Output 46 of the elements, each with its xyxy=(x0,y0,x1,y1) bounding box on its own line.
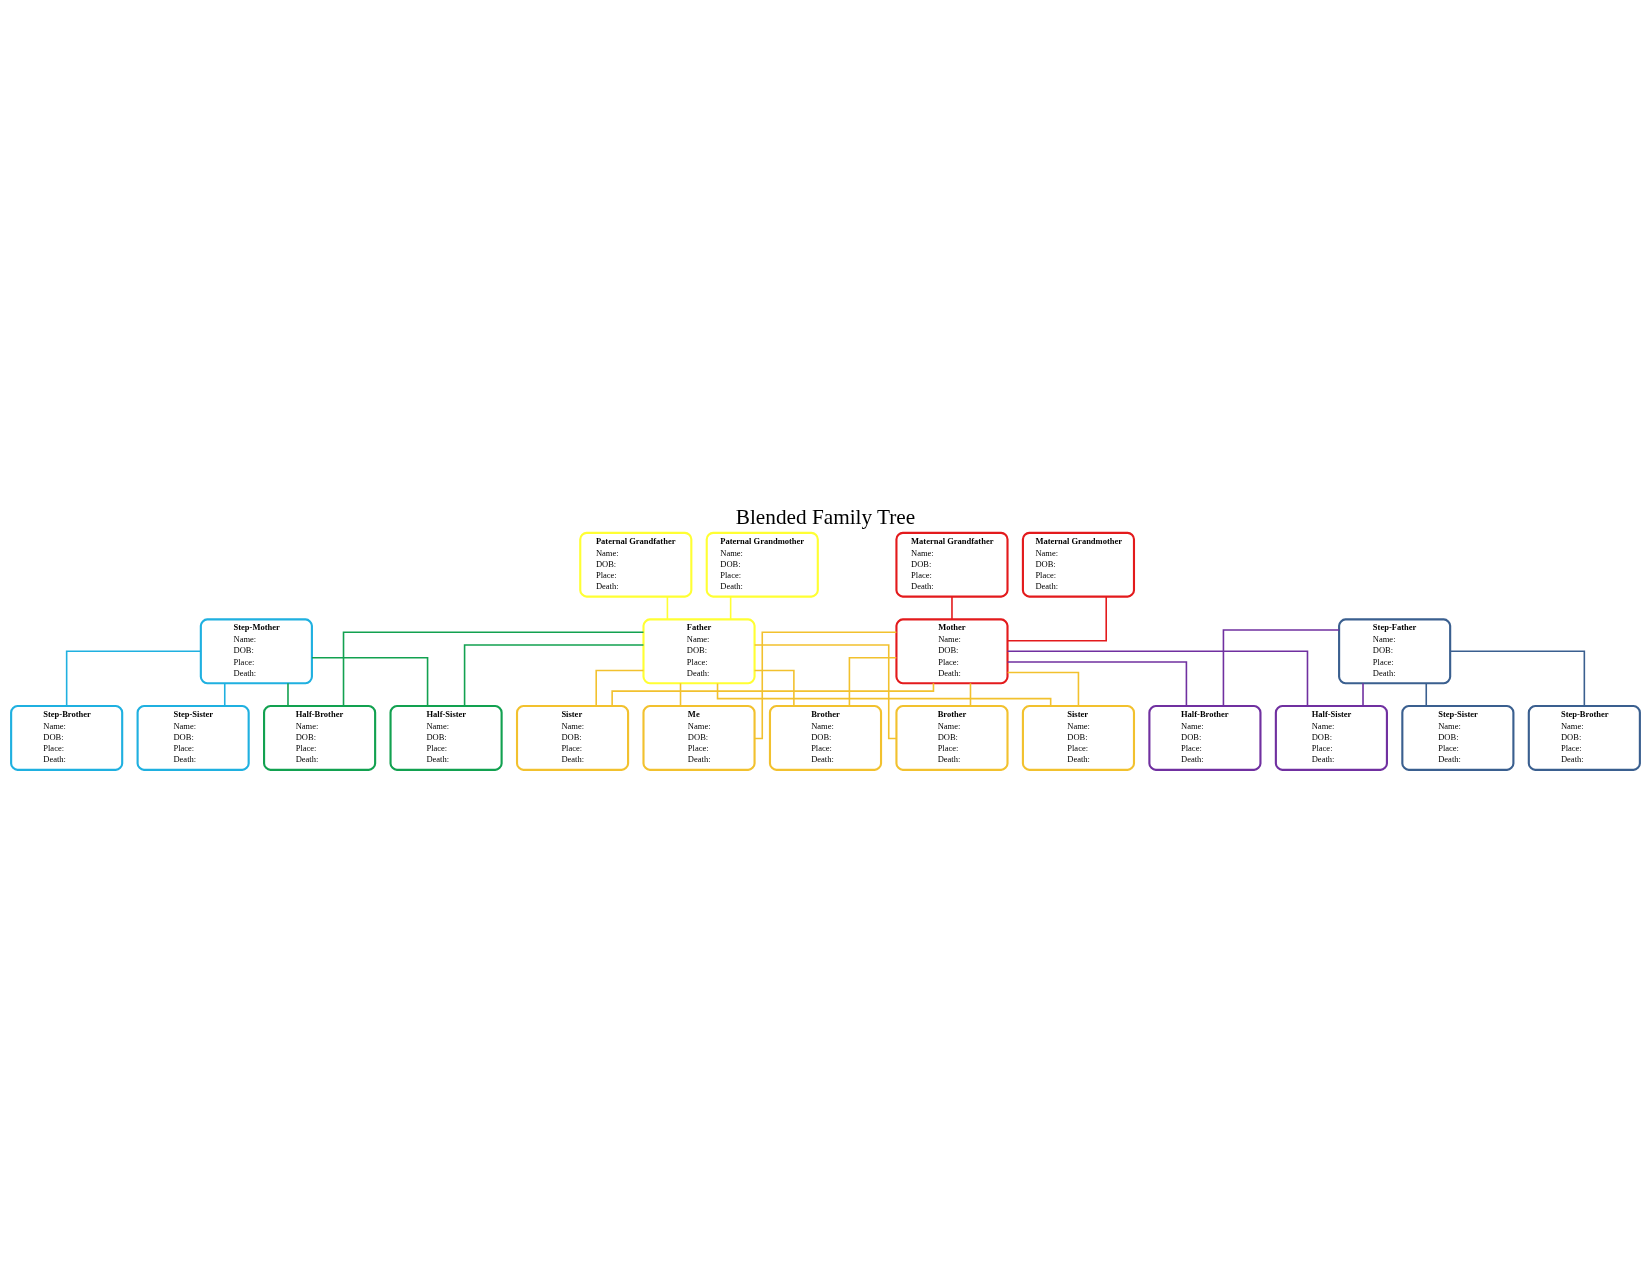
node-box: Step-Sister Name: DOB: Place: Death: xyxy=(1400,705,1514,771)
node-box: Father Name: DOB: Place: Death: xyxy=(641,618,756,685)
node-box: Step-Sister Name: DOB: Place: Death: xyxy=(136,705,250,771)
connector xyxy=(753,669,795,707)
node-box: Brother Name: DOB: Place: Death: xyxy=(768,705,882,771)
node-box: Paternal Grandfather Name: DOB: Place: Death: xyxy=(578,531,692,598)
connector xyxy=(342,631,644,707)
node-box: Half-Brother Name: DOB: Place: Death: xyxy=(262,705,376,771)
node-box: Paternal Grandmother Name: DOB: Place: Death: xyxy=(705,531,819,598)
connector xyxy=(1448,650,1585,707)
diagram-title: Blended Family Tree xyxy=(735,505,915,530)
connector xyxy=(1424,682,1427,707)
node-box: Brother Name: DOB: Place: Death: xyxy=(894,705,1009,771)
connector xyxy=(310,656,428,707)
node-box: Me Name: DOB: Place: Death: xyxy=(641,705,756,771)
connector xyxy=(610,682,934,707)
connector xyxy=(1361,682,1364,707)
node-box: Maternal Grandmother Name: DOB: Place: Death: xyxy=(1021,531,1135,598)
node-box: Step-Mother Name: DOB: Place: Death: xyxy=(199,618,313,685)
node-box: Half-Sister Name: DOB: Place: Death: xyxy=(389,705,503,771)
node-box: Step-Brother Name: DOB: Place: Death: xyxy=(1527,705,1641,771)
connector xyxy=(1222,629,1340,707)
connector xyxy=(1006,650,1308,707)
node-box: Sister Name: DOB: Place: Death: xyxy=(1021,705,1135,771)
node-box: Maternal Grandfather Name: DOB: Place: Death: xyxy=(894,531,1009,598)
connector xyxy=(286,682,289,707)
connector xyxy=(950,595,953,621)
node-box: Half-Sister Name: DOB: Place: Death: xyxy=(1274,705,1388,771)
connector xyxy=(1006,671,1079,707)
connector xyxy=(1006,595,1107,642)
connector xyxy=(463,644,644,707)
connector xyxy=(223,682,226,707)
connector xyxy=(729,595,731,621)
node-box: Sister Name: DOB: Place: Death: xyxy=(515,705,629,771)
connector xyxy=(848,656,897,707)
connector xyxy=(679,682,681,707)
connector xyxy=(1006,661,1187,707)
connector xyxy=(594,669,644,707)
connector xyxy=(65,650,202,707)
node-box: Mother Name: DOB: Place: Death: xyxy=(894,618,1009,685)
node-box: Half-Brother Name: DOB: Place: Death: xyxy=(1147,705,1261,771)
connector xyxy=(716,682,1051,707)
connector xyxy=(969,682,971,707)
node-box: Step-Brother Name: DOB: Place: Death: xyxy=(9,705,123,771)
node-box: Step-Father Name: DOB: Place: Death: xyxy=(1337,618,1451,685)
connector xyxy=(666,595,668,621)
